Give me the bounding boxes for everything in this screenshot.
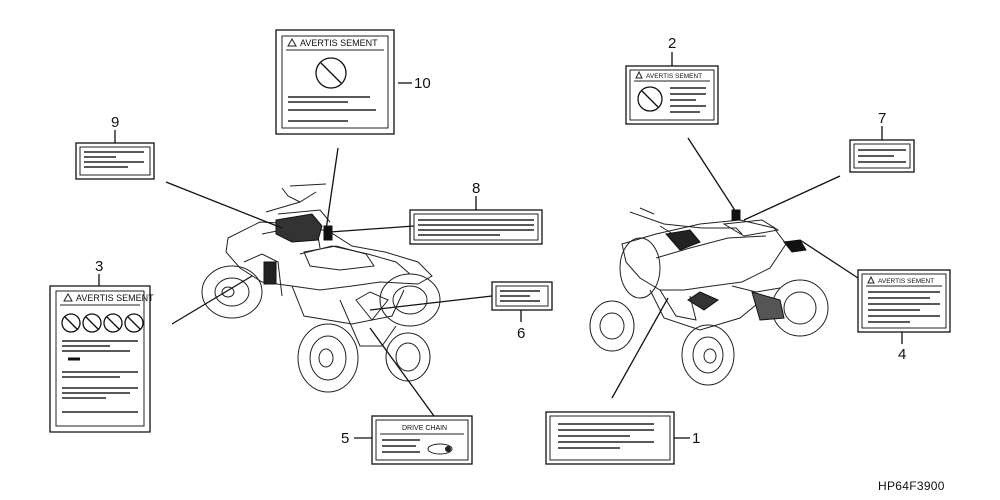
label-9-card xyxy=(75,142,155,180)
label-3-warning-title: AVERTIS SEMENT xyxy=(76,293,154,303)
callout-1: 1 xyxy=(692,430,700,447)
atv-right-illustration xyxy=(589,207,829,386)
chain-icon xyxy=(427,443,453,455)
label-10-warning-title: AVERTIS SEMENT xyxy=(300,38,378,48)
prohibition-icon xyxy=(315,57,347,89)
prohibition-icon-row xyxy=(61,313,144,333)
diagram-code: HP64F3900 xyxy=(878,479,945,493)
label-7-card xyxy=(849,139,915,173)
prohibition-icon xyxy=(637,86,663,112)
prohibition-icon xyxy=(61,313,81,333)
label-2-warning-title: AVERTIS SEMENT xyxy=(646,73,702,80)
callout-7: 7 xyxy=(878,110,886,127)
callout-2: 2 xyxy=(668,35,676,52)
label-4-warning-title: AVERTIS SEMENT xyxy=(878,278,934,285)
label-8-card xyxy=(409,209,543,245)
prohibition-icon xyxy=(103,313,123,333)
prohibition-icon xyxy=(82,313,102,333)
label-1-card xyxy=(545,411,675,465)
callout-10: 10 xyxy=(414,75,431,92)
label-2-warning-card: AVERTIS SEMENT xyxy=(625,65,719,125)
callout-6: 6 xyxy=(517,325,525,342)
label-4-warning-card: AVERTIS SEMENT xyxy=(857,269,951,333)
callout-4: 4 xyxy=(898,346,906,363)
callout-8: 8 xyxy=(472,180,480,197)
callout-9: 9 xyxy=(111,114,119,131)
label-5-drive-chain-title: DRIVE CHAIN xyxy=(402,425,447,432)
callout-numbers: 10 9 8 3 6 5 1 2 7 4 xyxy=(95,35,906,447)
leader-lines xyxy=(165,137,859,417)
atv-left-illustration xyxy=(201,183,441,393)
label-3-warning-card: AVERTIS SEMENT xyxy=(49,285,154,433)
prohibition-icon xyxy=(124,313,144,333)
callout-5: 5 xyxy=(341,430,349,447)
label-5-drive-chain-card: DRIVE CHAIN xyxy=(371,415,473,465)
label-10-warning-card: AVERTIS SEMENT xyxy=(275,29,395,135)
callout-3: 3 xyxy=(95,258,103,275)
label-6-card xyxy=(491,281,553,311)
